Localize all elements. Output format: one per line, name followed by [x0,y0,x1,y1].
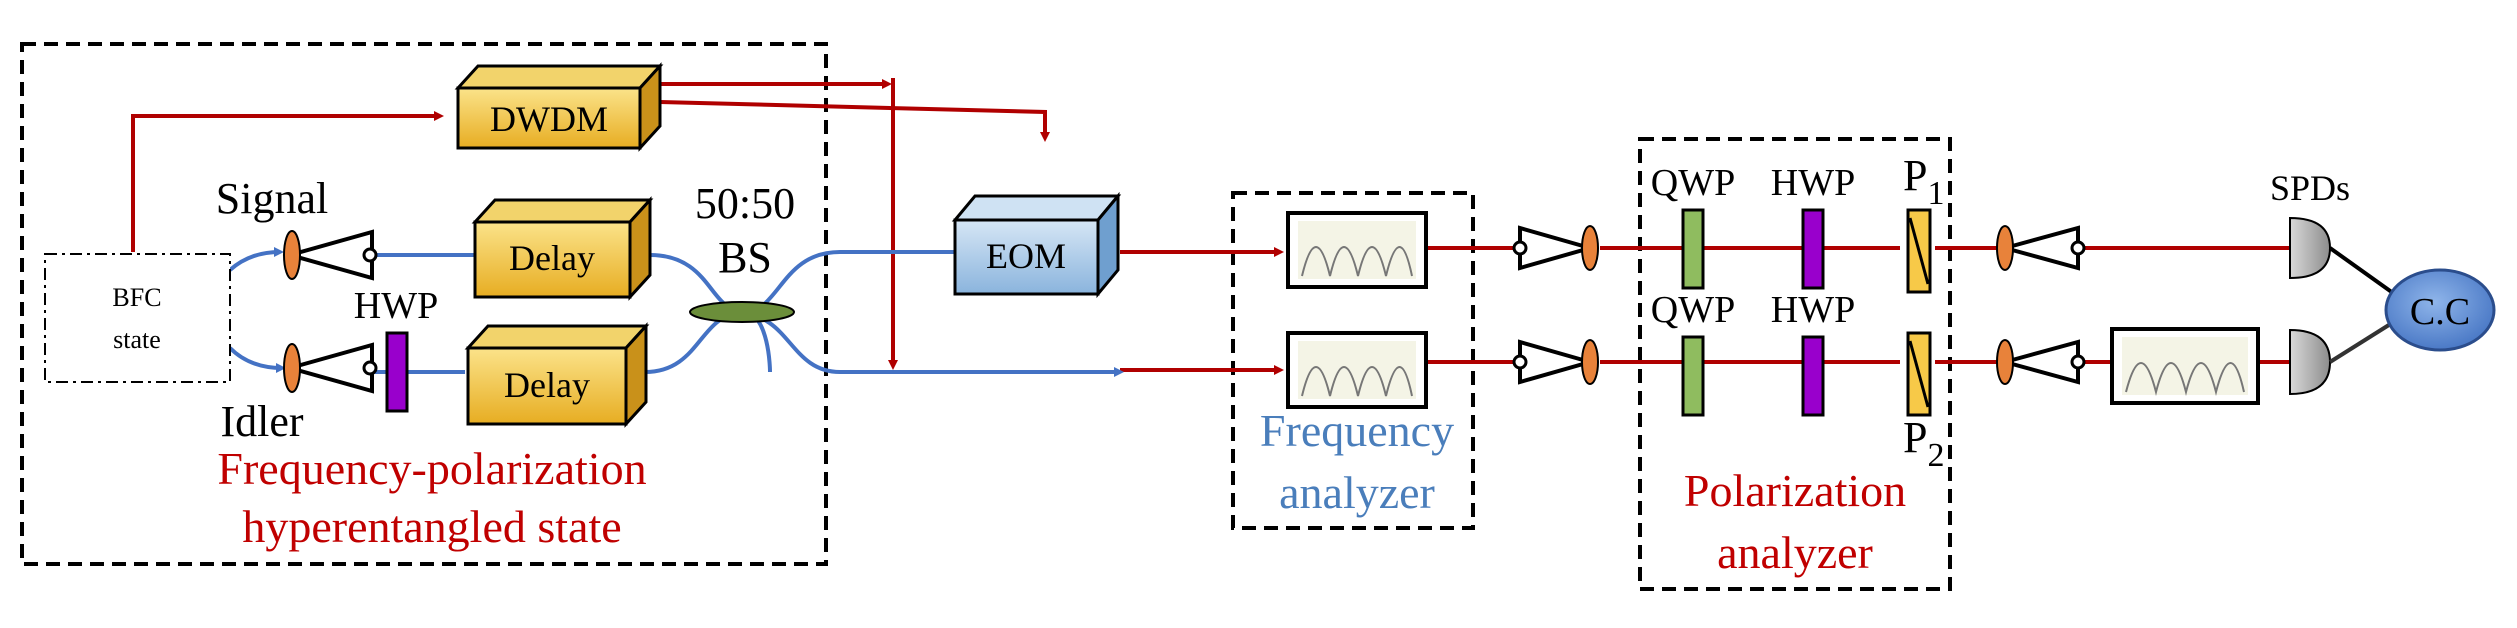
spd-lower-icon [2289,328,2332,396]
collimator-lower-in-icon [1512,339,1599,385]
qwp-lower-label: QWP [1651,289,1735,331]
delay-idler-label: Delay [504,365,590,405]
qwp-upper-plate [1681,208,1705,290]
signal-label: Signal [216,174,328,223]
red-optical-paths [131,78,2290,375]
hyperentangled-region-frame [20,42,828,566]
coincidence-counter [2384,268,2496,352]
bfc-label-line1: BFC [112,283,161,312]
idler-collimator-icon [282,342,378,394]
frequency-filter-lower [1286,331,1428,409]
hyperentangled-title-line1: Frequency-polarization [217,443,646,494]
frequency-analyzer-title-line2: analyzer [1279,467,1435,518]
p2-label: P2 [1903,413,1944,474]
delay-box-idler: Delay [464,322,650,428]
polarizer-p1 [1906,208,1932,294]
bs-label: BS [718,233,772,282]
bfc-source-box [44,253,231,383]
hwp-lower-plate [1801,335,1825,417]
dwdm-label: DWDM [490,99,608,139]
spd-upper-icon [2289,216,2332,280]
spds-label: SPDs [2270,168,2350,208]
idler-label: Idler [220,397,303,446]
hyperentangled-title-line2: hyperentangled state [242,501,621,552]
fiber-coupler-icon [689,301,795,323]
collimator-upper-in-icon [1512,225,1599,271]
polarizer-p2 [1906,331,1932,417]
ratio-label: 50:50 [695,179,795,228]
qwp-lower-plate [1681,335,1705,417]
p1-subscript: 1 [1927,175,1944,212]
eom-box: EOM [951,191,1122,299]
polarization-analyzer-title-line1: Polarization [1684,465,1906,516]
collimator-lower-out-icon [1996,339,2086,385]
delay-box-signal: Delay [471,196,654,301]
p1-label: P1 [1903,151,1944,212]
p2-subscript: 2 [1927,437,1944,474]
bfc-label-line2: state [113,325,161,354]
cc-label: C.C [2410,291,2470,333]
signal-collimator-icon [282,229,378,281]
hwp-lower-label: HWP [1771,289,1855,331]
collimator-upper-out-icon [1996,225,2086,271]
hwp-upper-label: HWP [1771,162,1855,204]
idler-hwp-label: HWP [354,285,438,327]
hwp-upper-plate [1801,208,1825,290]
dwdm-box: DWDM [454,62,664,152]
polarization-analyzer-title-line2: analyzer [1717,527,1873,578]
frequency-filter-upper [1286,211,1428,289]
eom-label: EOM [986,236,1066,276]
spd-upper-cable [2328,246,2402,300]
frequency-analyzer-title-line1: Frequency [1260,405,1454,456]
qwp-upper-label: QWP [1651,162,1735,204]
idler-hwp-plate [385,331,409,413]
frequency-filter-idler-out [2110,327,2260,405]
delay-signal-label: Delay [509,238,595,278]
